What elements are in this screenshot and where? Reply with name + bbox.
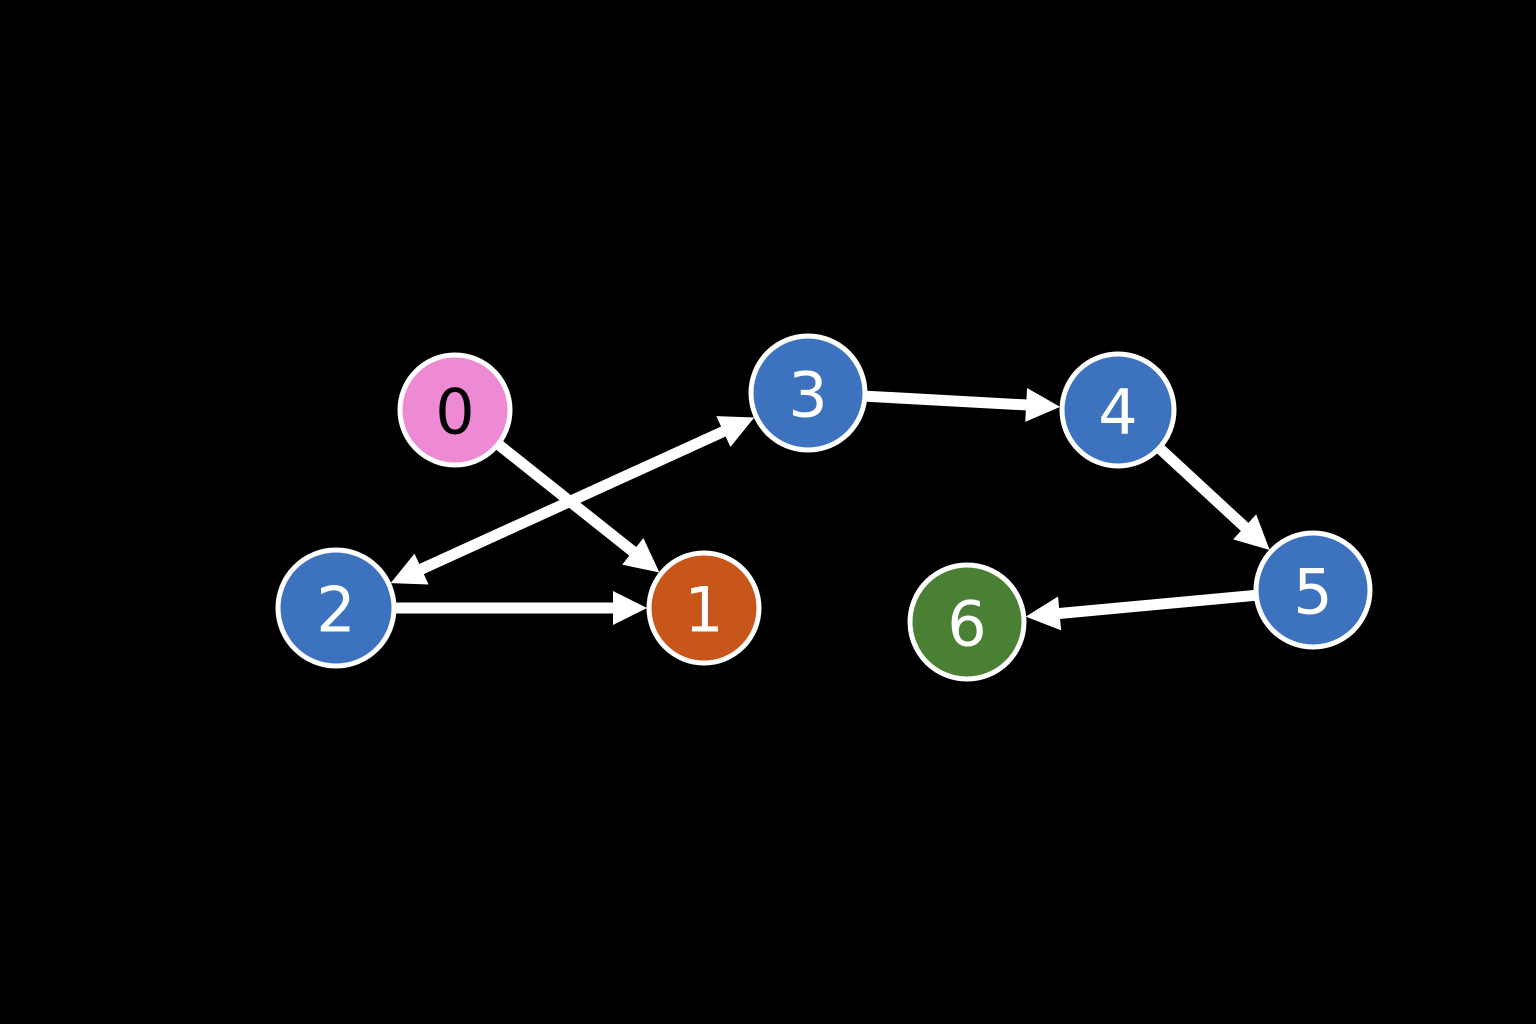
edge-arrowhead xyxy=(1025,387,1061,422)
graph-node-4[interactable]: 4 xyxy=(1059,351,1177,469)
node-circle[interactable] xyxy=(397,352,513,468)
graph-node-3[interactable]: 3 xyxy=(748,333,868,453)
graph-edge xyxy=(396,591,647,625)
graph-edge xyxy=(496,441,660,573)
node-circle[interactable] xyxy=(1059,351,1177,469)
graph-node-2[interactable]: 2 xyxy=(275,547,397,669)
edge-arrowhead xyxy=(716,416,755,448)
node-circle[interactable] xyxy=(1253,530,1373,650)
node-circle[interactable] xyxy=(646,550,762,666)
edge-arrowhead xyxy=(1025,596,1062,631)
graph-edge xyxy=(1025,589,1255,631)
graph-edge xyxy=(1156,445,1270,550)
graph-edge xyxy=(390,416,755,585)
node-circle[interactable] xyxy=(748,333,868,453)
graph-node-0[interactable]: 0 xyxy=(397,352,513,468)
edge-arrowhead xyxy=(622,538,660,573)
graph-node-1[interactable]: 1 xyxy=(646,550,762,666)
graph-edge xyxy=(866,387,1061,422)
graph-node-6[interactable]: 6 xyxy=(907,562,1027,682)
graph-node-5[interactable]: 5 xyxy=(1253,530,1373,650)
node-circle[interactable] xyxy=(907,562,1027,682)
node-circle[interactable] xyxy=(275,547,397,669)
node-layer: 0 1 2 3 45 6 xyxy=(275,333,1373,682)
edge-layer xyxy=(390,387,1270,631)
edge-arrowhead xyxy=(1233,514,1270,550)
edge-arrowhead-reverse xyxy=(390,553,429,585)
edge-arrowhead xyxy=(613,591,647,625)
